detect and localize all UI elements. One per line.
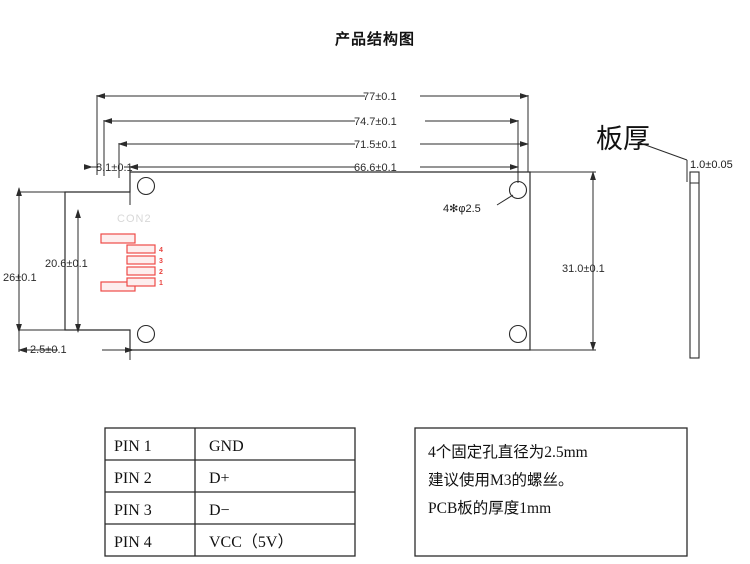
dim-label-notch-height: 20.6±0.1	[45, 258, 88, 270]
signal-cell-2: D+	[209, 470, 230, 487]
dim-label-hole-span-width: 74.7±0.1	[354, 116, 397, 128]
dimension-extension-lines	[18, 95, 596, 360]
pin-table: PIN 1 GND PIN 2 D+ PIN 3 D− PIN 4 VCC（5V…	[104, 427, 356, 557]
pad-2	[126, 266, 156, 276]
pin-cell-3: PIN 3	[114, 502, 152, 519]
dim-label-overall-height: 26±0.1	[3, 272, 37, 284]
note-line-1: 4个固定孔直径为2.5mm	[428, 443, 588, 461]
dimension-lines	[16, 93, 596, 353]
pad-number-3: 3	[159, 258, 163, 265]
mounting-holes	[136, 176, 528, 344]
pad-number-4: 4	[159, 247, 163, 254]
table-row: PIN 4 VCC（5V）	[114, 533, 293, 551]
pad-4	[126, 244, 156, 254]
hole-callout-label: 4✻φ2.5	[443, 203, 481, 215]
dim-label-top-left-offset: 8.1±0.1	[96, 162, 133, 174]
thickness-value-label: 1.0±0.05	[690, 159, 733, 171]
signal-cell-3: D−	[209, 502, 230, 519]
pin-cell-2: PIN 2	[114, 470, 152, 487]
pin-cell-4: PIN 4	[114, 534, 152, 551]
signal-cell-4: VCC（5V）	[209, 533, 293, 551]
pin-cell-1: PIN 1	[114, 438, 152, 455]
board-outline	[64, 171, 531, 351]
hole-callout-group: 4✻φ2.5	[443, 194, 514, 215]
note-line-3: PCB板的厚度1mm	[428, 499, 551, 517]
table-row: PIN 1 GND	[114, 438, 244, 455]
pad-number-1: 1	[159, 280, 163, 287]
dim-label-inner-width: 71.5±0.1	[354, 139, 397, 151]
mounting-hole-top-left	[136, 176, 156, 196]
pad-number-2: 2	[159, 269, 163, 276]
page-title: 产品结构图	[334, 30, 415, 48]
mounting-hole-bottom-right	[508, 324, 528, 344]
signal-cell-1: GND	[209, 438, 244, 455]
table-row: PIN 3 D−	[114, 502, 230, 519]
connector-pads: 4 3 2 1	[100, 233, 163, 292]
pad-shield-top	[100, 233, 136, 244]
thickness-callout-label: 板厚	[596, 124, 650, 155]
notes-box: 4个固定孔直径为2.5mm 建议使用M3的螺丝。 PCB板的厚度1mm	[414, 427, 688, 557]
table-row: PIN 2 D+	[114, 470, 230, 487]
dim-label-board-height: 31.0±0.1	[562, 263, 605, 275]
pad-3	[126, 255, 156, 265]
thickness-side-view: 1.0±0.05 板厚	[596, 124, 733, 359]
dim-label-hole-pitch-width: 66.6±0.1	[354, 162, 397, 174]
pad-1	[126, 277, 156, 287]
silkscreen-con2-label: CON2	[117, 213, 152, 225]
mounting-hole-bottom-left	[136, 324, 156, 344]
note-line-2: 建议使用M3的螺丝。	[428, 471, 574, 489]
dim-label-bottom-left-offset: 2.5±0.1	[30, 344, 67, 356]
dim-label-overall-width: 77±0.1	[363, 91, 397, 103]
